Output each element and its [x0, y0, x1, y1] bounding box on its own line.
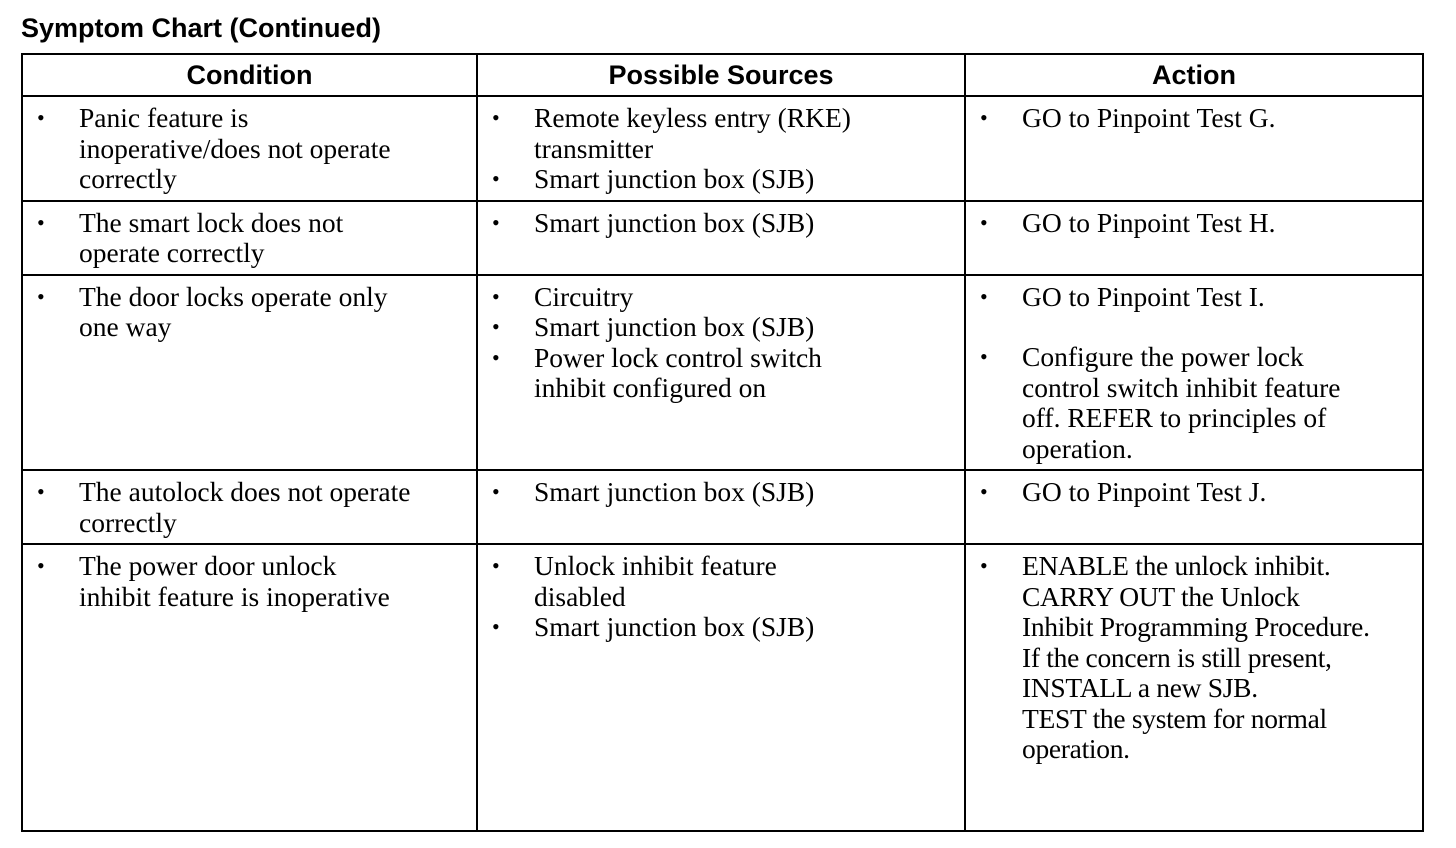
source-text: Smart junction box (SJB): [534, 311, 815, 342]
sources-cell: • Unlock inhibit feature disabled • Smar…: [476, 543, 966, 832]
page-title: Symptom Chart (Continued): [21, 13, 381, 43]
list-item: • Configure the power lock control switc…: [966, 341, 1422, 464]
source-text: Smart junction box (SJB): [534, 206, 815, 238]
condition-text: The door locks operate only one way: [79, 280, 388, 342]
condition-cell: • The power door unlock inhibit feature …: [21, 543, 478, 832]
bullet-icon: •: [980, 283, 988, 309]
bullet-icon: •: [37, 283, 45, 309]
source-text: Smart junction box (SJB): [534, 476, 815, 507]
table-row: • Panic feature is inoperative/does not …: [21, 95, 1424, 202]
condition-text: The power door unlock inhibit feature is…: [79, 550, 390, 612]
bullet-icon: •: [37, 553, 45, 578]
list-item: • Circuitry: [478, 280, 964, 313]
source-text: Power lock control switch inhibit config…: [534, 341, 822, 403]
symptom-chart-table: Condition Possible Sources Action • Pani…: [21, 53, 1424, 832]
source-text: Smart junction box (SJB): [534, 611, 815, 642]
bullet-icon: •: [492, 344, 500, 370]
condition-cell: • Panic feature is inoperative/does not …: [21, 95, 478, 202]
column-header-possible-sources: Possible Sources: [476, 53, 966, 97]
condition-cell: • The smart lock does not operate correc…: [21, 199, 478, 276]
table-row: • The power door unlock inhibit feature …: [21, 543, 1424, 832]
action-text: Configure the power lock control switch …: [1022, 341, 1341, 464]
source-text: Circuitry: [534, 280, 634, 312]
list-item: • GO to Pinpoint Test H.: [966, 206, 1422, 239]
bullet-icon: •: [980, 105, 988, 130]
action-cell: • GO to Pinpoint Test I. • Configure the…: [964, 273, 1424, 471]
action-text: GO to Pinpoint Test J.: [1022, 476, 1267, 507]
list-item: • GO to Pinpoint Test J.: [966, 476, 1422, 508]
source-text: Unlock inhibit feature disabled: [534, 550, 777, 612]
list-item: • Smart junction box (SJB): [478, 476, 964, 508]
bullet-icon: •: [980, 209, 988, 235]
table-header-row: Condition Possible Sources Action: [21, 53, 1424, 97]
column-header-action: Action: [964, 53, 1424, 97]
list-item: • Smart junction box (SJB): [478, 611, 964, 643]
condition-text: The autolock does not operate correctly: [79, 476, 411, 538]
list-item: • The power door unlock inhibit feature …: [23, 550, 476, 612]
column-header-condition: Condition: [21, 53, 478, 97]
action-text: GO to Pinpoint Test G.: [1022, 102, 1276, 133]
source-text: Remote keyless entry (RKE) transmitter: [534, 102, 851, 164]
sources-cell: • Smart junction box (SJB): [476, 469, 966, 545]
action-cell: • GO to Pinpoint Test G.: [964, 95, 1424, 202]
bullet-icon: •: [980, 479, 988, 504]
bullet-icon: •: [492, 166, 500, 191]
action-cell: • GO to Pinpoint Test H.: [964, 199, 1424, 276]
bullet-icon: •: [492, 209, 500, 235]
condition-cell: • The door locks operate only one way: [21, 273, 478, 471]
bullet-icon: •: [37, 479, 45, 504]
table-row: • The smart lock does not operate correc…: [21, 199, 1424, 276]
bullet-icon: •: [492, 614, 500, 639]
action-cell: • GO to Pinpoint Test J.: [964, 469, 1424, 545]
sources-cell: • Remote keyless entry (RKE) transmitter…: [476, 95, 966, 202]
bullet-icon: •: [980, 344, 988, 369]
condition-text: The smart lock does not operate correctl…: [79, 206, 344, 268]
list-item: • GO to Pinpoint Test I.: [966, 280, 1422, 313]
list-item: • Panic feature is inoperative/does not …: [23, 102, 476, 195]
list-item: • Unlock inhibit feature disabled: [478, 550, 964, 612]
bullet-icon: •: [492, 479, 500, 504]
condition-text: Panic feature is inoperative/does not op…: [79, 102, 391, 194]
action-text: GO to Pinpoint Test H.: [1022, 206, 1276, 238]
source-text: Smart junction box (SJB): [534, 163, 815, 194]
action-text: GO to Pinpoint Test I.: [1022, 280, 1265, 312]
bullet-icon: •: [492, 105, 500, 130]
sources-cell: • Circuitry • Smart junction box (SJB) •…: [476, 273, 966, 471]
list-item: • Smart junction box (SJB): [478, 311, 964, 343]
list-item: • The smart lock does not operate correc…: [23, 206, 476, 269]
list-item: • Power lock control switch inhibit conf…: [478, 341, 964, 404]
sources-cell: • Smart junction box (SJB): [476, 199, 966, 276]
condition-cell: • The autolock does not operate correctl…: [21, 469, 478, 545]
list-item: • Smart junction box (SJB): [478, 206, 964, 239]
list-item: • GO to Pinpoint Test G.: [966, 102, 1422, 134]
list-item: • ENABLE the unlock inhibit. CARRY OUT t…: [966, 550, 1422, 765]
table-row: • The autolock does not operate correctl…: [21, 469, 1424, 545]
bullet-icon: •: [980, 553, 988, 578]
bullet-icon: •: [37, 209, 45, 235]
list-item: • The autolock does not operate correctl…: [23, 476, 476, 538]
bullet-icon: •: [37, 105, 45, 130]
list-item: • The door locks operate only one way: [23, 280, 476, 343]
bullet-icon: •: [492, 553, 500, 578]
table-row: • The door locks operate only one way • …: [21, 273, 1424, 471]
action-text: ENABLE the unlock inhibit. CARRY OUT the…: [1022, 550, 1370, 764]
bullet-icon: •: [492, 314, 500, 339]
list-item: • Remote keyless entry (RKE) transmitter: [478, 102, 964, 164]
action-cell: • ENABLE the unlock inhibit. CARRY OUT t…: [964, 543, 1424, 832]
list-item: • Smart junction box (SJB): [478, 163, 964, 195]
bullet-icon: •: [492, 283, 500, 309]
